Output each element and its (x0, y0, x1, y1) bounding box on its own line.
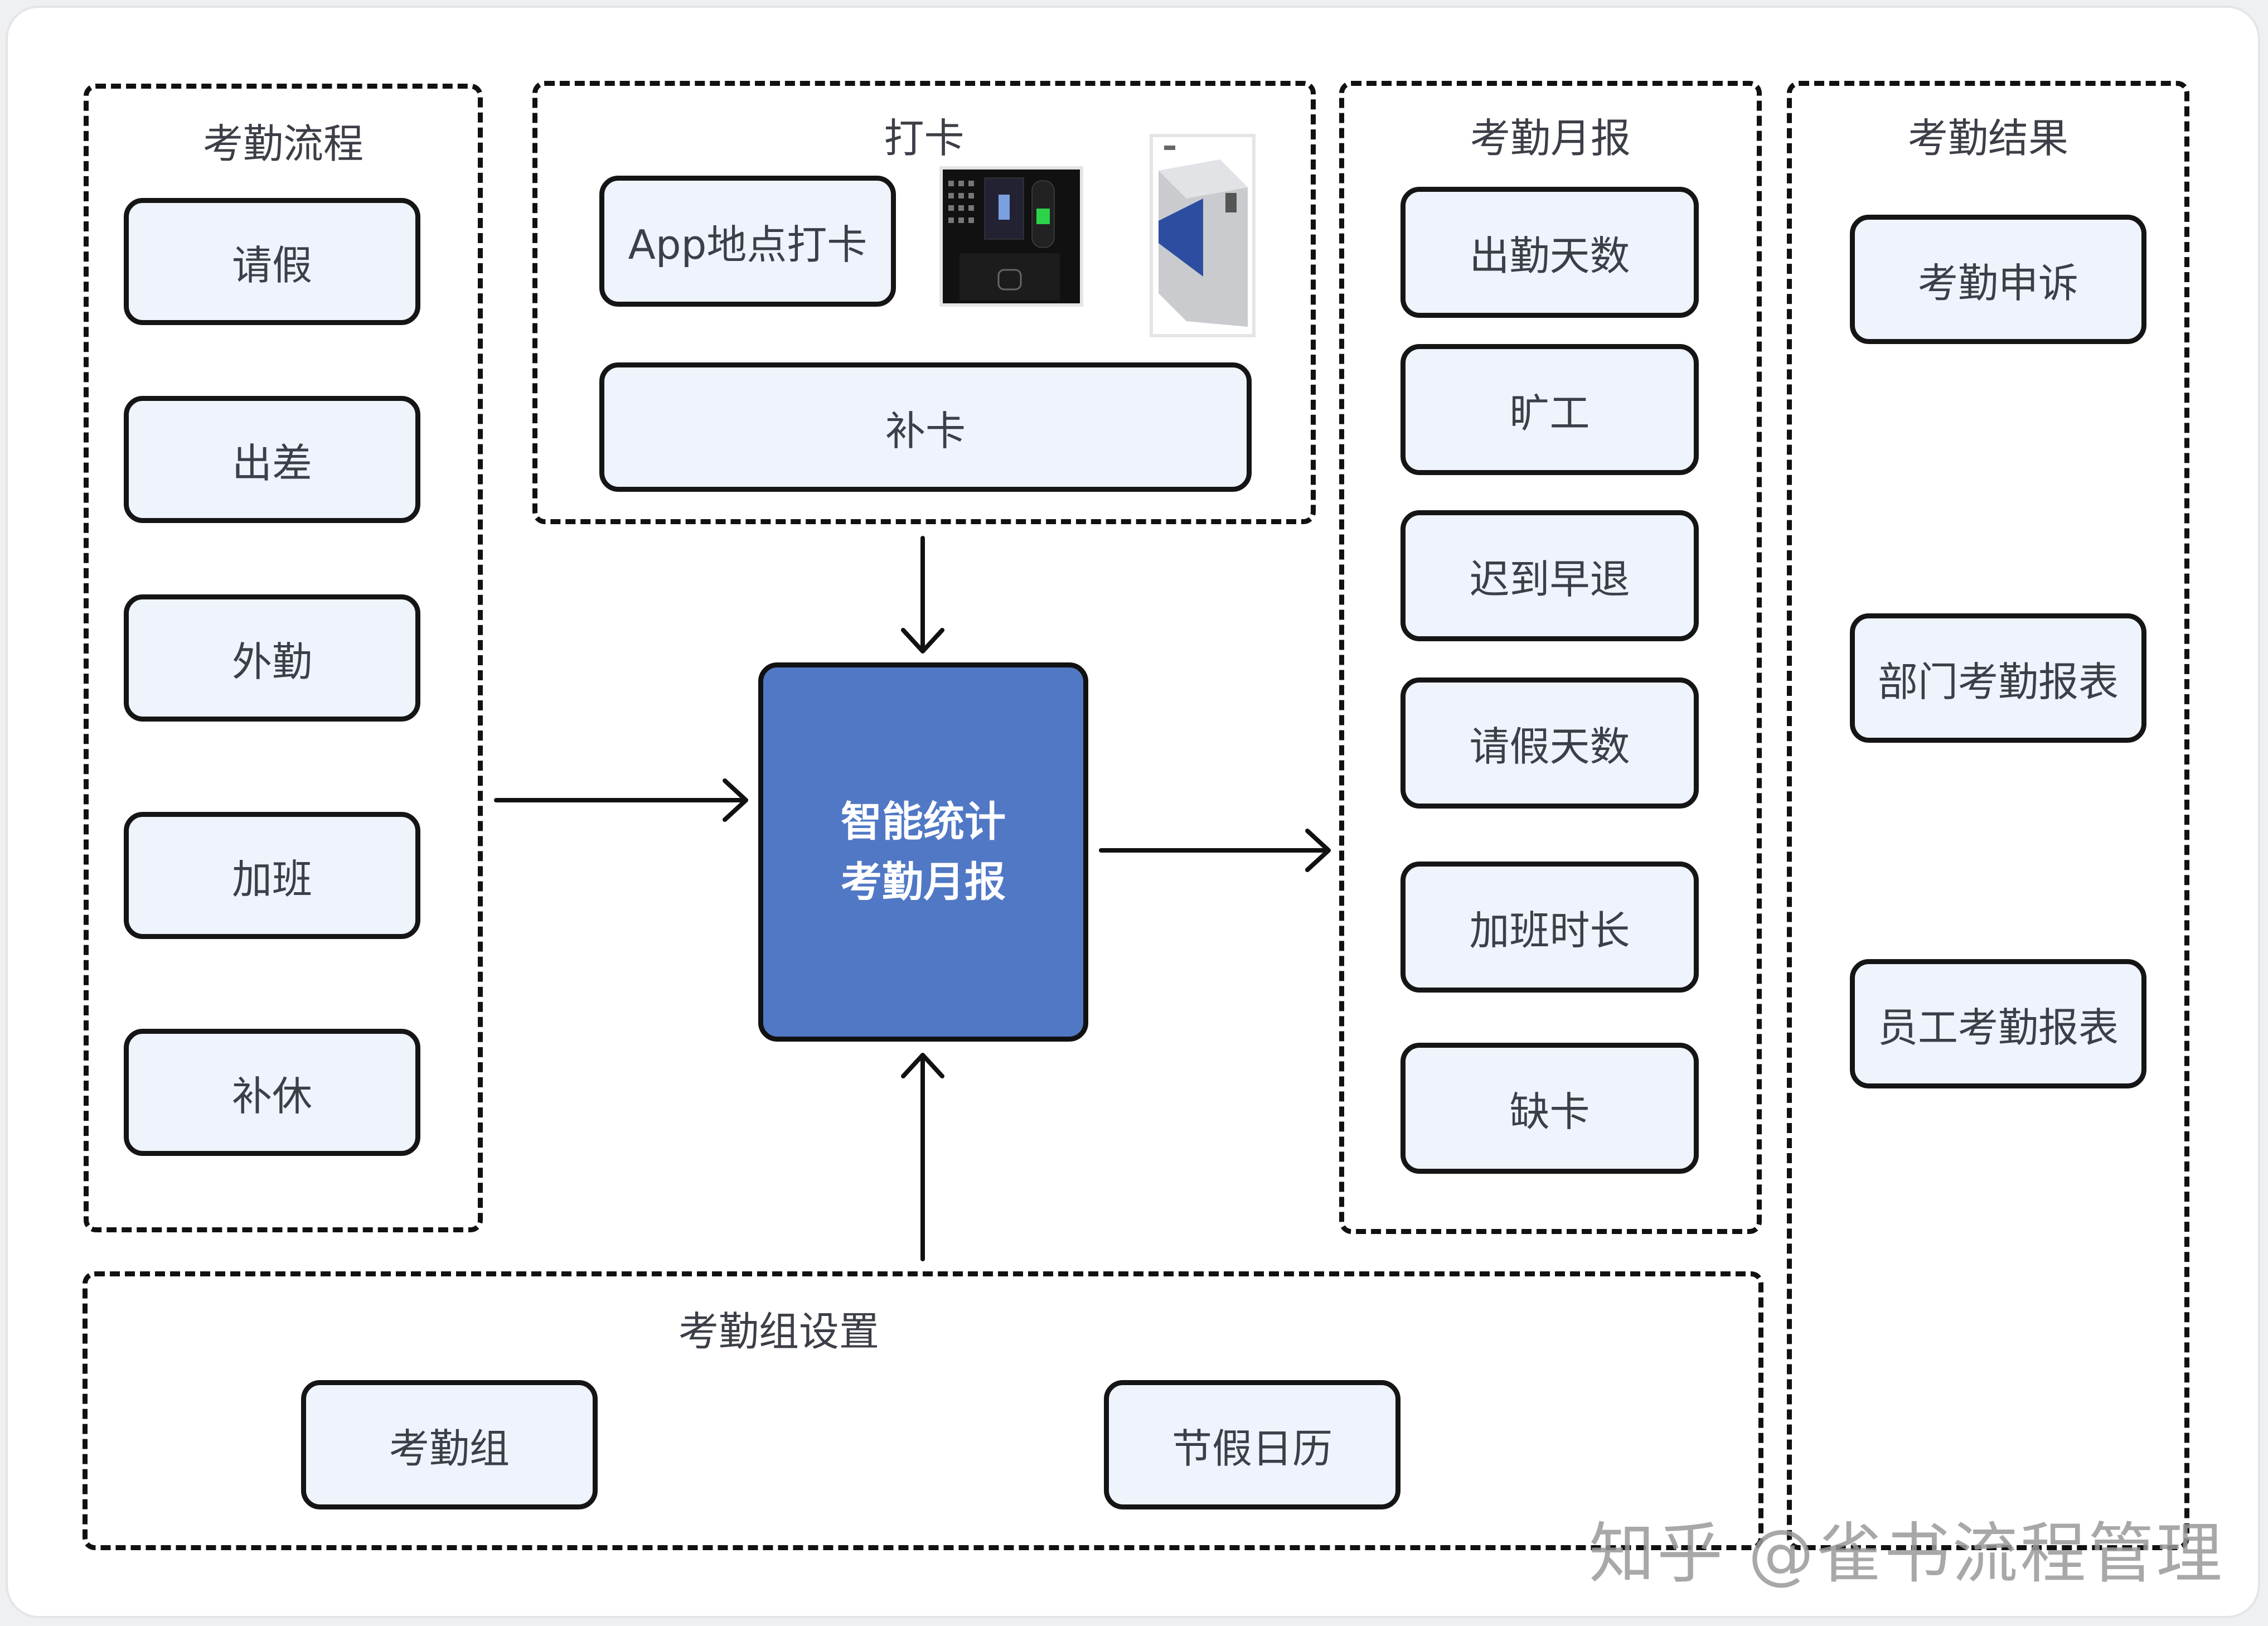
node-absenteeism[interactable]: 旷工 (1400, 344, 1699, 475)
group-monthly-report: 考勤月报 (1339, 81, 1762, 1234)
group-attendance-process: 考勤流程 (84, 84, 483, 1232)
node-holiday-calendar[interactable]: 节假日历 (1104, 1380, 1400, 1509)
edge-process-to-center (494, 778, 748, 822)
node-attendance-group[interactable]: 考勤组 (301, 1380, 598, 1509)
node-business-trip[interactable]: 出差 (124, 396, 420, 523)
group-settings: 考勤组设置 (83, 1271, 1763, 1550)
node-dept-report[interactable]: 部门考勤报表 (1850, 613, 2146, 743)
node-comp-leave[interactable]: 补休 (124, 1029, 420, 1156)
node-overtime[interactable]: 加班 (124, 812, 420, 939)
node-makeup-punch[interactable]: 补卡 (599, 362, 1252, 492)
node-attendance-appeal[interactable]: 考勤申诉 (1850, 215, 2146, 344)
node-late-early-leave[interactable]: 迟到早退 (1400, 510, 1699, 641)
group-attendance-results: 考勤结果 (1787, 81, 2189, 1550)
group-title: 考勤结果 (1907, 115, 2068, 162)
center-label-line2: 考勤月报 (841, 858, 1006, 906)
node-leave[interactable]: 请假 (124, 198, 420, 325)
face-terminal-image (939, 166, 1083, 307)
node-field-work[interactable]: 外勤 (124, 594, 420, 722)
center-label-line1: 智能统计 (841, 798, 1006, 846)
watermark-text: 知乎 @雀书流程管理 (1589, 1515, 2225, 1592)
node-app-location-punch[interactable]: App地点打卡 (599, 176, 896, 307)
node-missing-punch[interactable]: 缺卡 (1400, 1043, 1699, 1174)
group-title: 考勤流程 (202, 120, 364, 167)
group-title: 打卡 (884, 115, 965, 162)
node-leave-days[interactable]: 请假天数 (1400, 678, 1699, 809)
edge-punch-to-center (901, 536, 944, 654)
turnstile-gate-image (1150, 134, 1256, 337)
edge-settings-to-center (901, 1053, 944, 1261)
group-title: 考勤组设置 (678, 1308, 879, 1355)
group-title: 考勤月报 (1470, 115, 1631, 162)
node-attendance-days[interactable]: 出勤天数 (1400, 187, 1699, 318)
node-smart-statistics[interactable]: 智能统计 考勤月报 (758, 662, 1088, 1042)
node-overtime-hours[interactable]: 加班时长 (1400, 862, 1699, 993)
edge-center-to-monthly (1099, 829, 1331, 872)
node-employee-report[interactable]: 员工考勤报表 (1850, 959, 2146, 1088)
group-punch: 打卡 (532, 81, 1316, 524)
